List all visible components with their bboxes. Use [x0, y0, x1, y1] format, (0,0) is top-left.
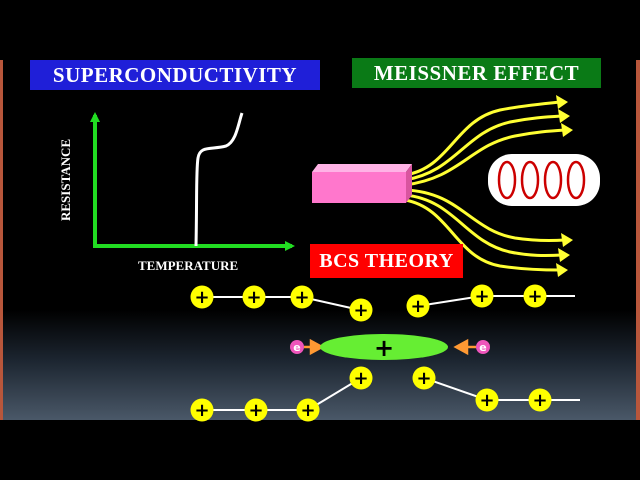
x-axis-label: TEMPERATURE	[138, 258, 239, 273]
bcs-theory-title: BCS THEORY	[310, 244, 463, 278]
lattice-ion: +	[523, 284, 547, 308]
resistance-graph	[90, 112, 295, 251]
electron-symbol: e	[479, 341, 486, 354]
field-lines	[404, 100, 566, 272]
lattice-ion: +	[412, 366, 436, 390]
lattice-lines	[200, 295, 580, 411]
field-arrowheads	[556, 95, 573, 277]
coil-loop	[566, 160, 586, 200]
coil-loop	[520, 160, 540, 200]
central-ion: +	[320, 334, 448, 362]
lattice-ion: +	[475, 388, 499, 412]
ion-plus-sign: +	[353, 300, 368, 321]
lattice-ion: +	[349, 366, 373, 390]
electron-symbol: e	[293, 341, 300, 354]
ion-plus-sign: +	[527, 286, 542, 307]
ion-plus-sign: +	[246, 287, 261, 308]
lattice-ion: +	[349, 298, 373, 322]
electron-right: e	[476, 340, 490, 354]
superconductivity-title: SUPERCONDUCTIVITY	[30, 60, 320, 90]
y-axis-label: RESISTANCE	[58, 138, 73, 221]
lattice-ion: +	[190, 285, 214, 309]
ion-plus-sign: +	[532, 390, 547, 411]
ion-plus-sign: +	[294, 287, 309, 308]
lattice-ion: +	[296, 398, 320, 422]
meissner-diagram	[312, 95, 600, 277]
meissner-effect-title: MEISSNER EFFECT	[352, 58, 601, 88]
ion-plus-sign: +	[410, 296, 425, 317]
lattice-ion: +	[190, 398, 214, 422]
ion-plus-sign: +	[248, 400, 263, 421]
superconductor-coil	[488, 154, 600, 206]
ion-plus-sign: +	[479, 390, 494, 411]
lattice-ions: + + + + + + + + + + + + + +	[190, 284, 552, 422]
electron-left: e	[290, 340, 304, 354]
ion-plus-sign: +	[353, 368, 368, 389]
lattice-ion: +	[528, 388, 552, 412]
ion-plus-sign: +	[194, 400, 209, 421]
coil-loop	[543, 160, 563, 200]
magnet-bar	[312, 164, 412, 203]
lattice-ion: +	[244, 398, 268, 422]
ion-plus-sign: +	[300, 400, 315, 421]
slide-border-left	[0, 60, 3, 420]
electron-arrows	[304, 338, 476, 356]
central-ion-plus: +	[374, 334, 394, 362]
lattice-ion: +	[290, 285, 314, 309]
lattice-ion: +	[406, 294, 430, 318]
ion-plus-sign: +	[194, 287, 209, 308]
slide-border-right	[636, 60, 640, 420]
lattice-ion: +	[470, 284, 494, 308]
resistance-curve	[194, 112, 244, 247]
coil-loop	[497, 160, 517, 200]
ion-plus-sign: +	[416, 368, 431, 389]
bcs-diagram: + e e + + + + + + + + + + + + + +	[190, 284, 580, 422]
ion-plus-sign: +	[474, 286, 489, 307]
lattice-ion: +	[242, 285, 266, 309]
